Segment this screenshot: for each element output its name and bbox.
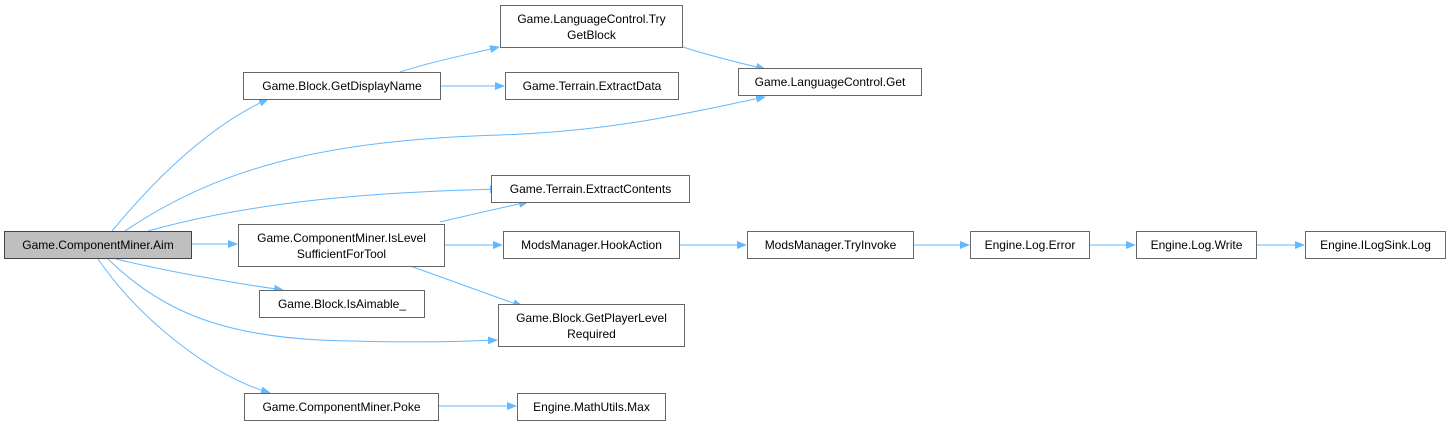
edge-is-level-to-extract-contents [439, 199, 529, 223]
node-component-miner-is-level-sufficient-for-tool[interactable]: Game.ComponentMiner.IsLevel SufficientFo… [238, 224, 445, 267]
edge-aim-to-is-aimable [115, 258, 284, 293]
node-label: Game.Block.GetDisplayName [262, 79, 422, 93]
node-component-miner-poke[interactable]: Game.ComponentMiner.Poke [244, 393, 439, 421]
node-label: Engine.MathUtils.Max [533, 400, 650, 414]
node-label: Game.Block.IsAimable_ [277, 297, 407, 311]
node-block-get-player-level-required[interactable]: Game.Block.GetPlayerLevel Required [498, 304, 685, 347]
node-component-miner-aim[interactable]: Game.ComponentMiner.Aim [4, 231, 192, 259]
node-mods-manager-try-invoke[interactable]: ModsManager.TryInvoke [747, 231, 914, 259]
node-label: ModsManager.HookAction [521, 238, 662, 252]
node-label: Game.Terrain.ExtractData [522, 79, 662, 93]
edge-get-display-name-to-try-get-block [399, 45, 500, 73]
node-label: Engine.Log.Error [984, 238, 1076, 252]
node-label: ModsManager.TryInvoke [764, 238, 897, 252]
node-label-line1: Game.ComponentMiner.IsLevel [257, 230, 426, 245]
edge-aim-to-extract-contents [147, 185, 500, 232]
node-engine-log-write[interactable]: Engine.Log.Write [1136, 231, 1257, 259]
node-label-line2: GetBlock [567, 27, 616, 42]
node-label-line2: SufficientForTool [296, 246, 387, 261]
node-label: Engine.Log.Write [1150, 238, 1243, 252]
node-label: Game.ComponentMiner.Aim [22, 238, 174, 252]
edge-aim-to-lang-get [124, 94, 766, 232]
node-terrain-extract-data[interactable]: Game.Terrain.ExtractData [505, 72, 679, 100]
node-engine-mathutils-max[interactable]: Engine.MathUtils.Max [517, 393, 666, 421]
node-terrain-extract-contents[interactable]: Game.Terrain.ExtractContents [491, 175, 690, 203]
edge-try-get-block-to-lang-get [682, 46, 766, 71]
node-label: Game.LanguageControl.Get [754, 75, 906, 89]
node-block-is-aimable[interactable]: Game.Block.IsAimable_ [259, 290, 425, 318]
node-engine-log-error[interactable]: Engine.Log.Error [970, 231, 1090, 259]
node-label: Engine.ILogSink.Log [1320, 238, 1431, 252]
node-label: Game.Terrain.ExtractContents [509, 182, 672, 196]
node-mods-manager-hook-action[interactable]: ModsManager.HookAction [503, 231, 680, 259]
edge-aim-to-poke [97, 258, 271, 395]
node-language-control-try-get-block[interactable]: Game.LanguageControl.Try GetBlock [500, 5, 683, 48]
node-label: Game.ComponentMiner.Poke [262, 400, 421, 414]
node-label-line1: Game.LanguageControl.Try [517, 11, 666, 26]
edge-is-level-to-get-player-level [409, 265, 523, 307]
edge-aim-to-get-player-level [107, 258, 498, 345]
node-language-control-get[interactable]: Game.LanguageControl.Get [738, 68, 922, 96]
node-label-line2: Required [567, 326, 616, 341]
node-block-get-display-name[interactable]: Game.Block.GetDisplayName [243, 72, 441, 100]
edge-aim-to-get-display-name [111, 98, 269, 232]
node-engine-ilogsink-log[interactable]: Engine.ILogSink.Log [1305, 231, 1446, 259]
node-label-line1: Game.Block.GetPlayerLevel [516, 310, 667, 325]
